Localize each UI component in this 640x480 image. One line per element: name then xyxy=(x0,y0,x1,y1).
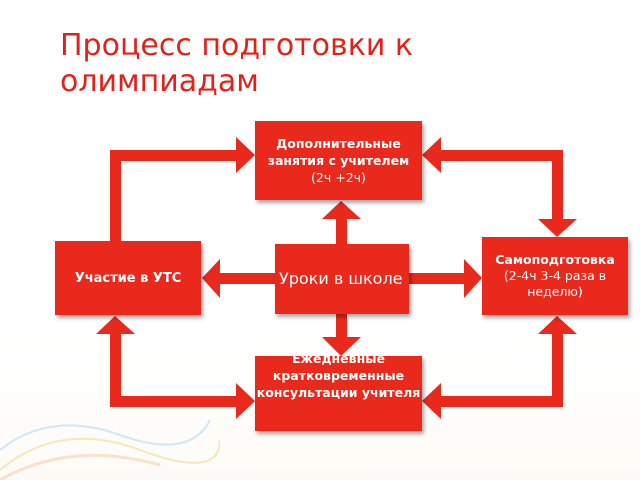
arrow-left-up-vertical xyxy=(110,150,121,241)
arrowhead-to-top-box-right xyxy=(422,137,441,173)
box-school-lessons-label: Уроки в школе xyxy=(279,269,403,288)
arrow-left-up-horizontal xyxy=(110,150,236,161)
arrow-center-left-shaft xyxy=(220,273,275,284)
box-uts: Участие в УТС xyxy=(55,241,201,315)
box-extra-lessons-label: Дополнительные занятия с учителем xyxy=(267,136,410,168)
box-self-study: Самоподготовка (2-4ч 3-4 раза в неделю) xyxy=(482,237,628,315)
arrow-center-down-shaft xyxy=(336,314,347,338)
box-uts-label: Участие в УТС xyxy=(74,270,182,286)
arrowhead-to-top-box-center xyxy=(322,201,361,219)
arrow-bottom-left-vertical xyxy=(110,333,121,406)
box-self-study-label: Самоподготовка xyxy=(495,252,615,267)
arrowhead-to-top-box-left xyxy=(236,137,255,173)
arrow-center-up-shaft xyxy=(336,218,347,244)
arrowhead-to-uts-bottom xyxy=(96,316,135,334)
arrowhead-to-self-study-bottom xyxy=(538,316,577,334)
arrow-bottom-right-vertical xyxy=(552,333,563,406)
slide-title: Процесс подготовки к олимпиадам xyxy=(60,28,413,99)
arrow-bottom-left-horizontal xyxy=(110,396,236,407)
arrow-top-right-horizontal xyxy=(441,150,563,161)
box-extra-lessons-hours: (2ч +2ч) xyxy=(311,170,366,185)
arrowhead-to-self-study-center xyxy=(464,259,482,298)
box-school-lessons: Уроки в школе xyxy=(275,244,409,314)
box-consultations-label: Ежедневные кратковременные консультации … xyxy=(256,356,421,400)
arrowhead-to-self-study xyxy=(538,219,577,237)
box-consultations: Ежедневные кратковременные консультации … xyxy=(255,356,422,431)
box-self-study-schedule: (2-4ч 3-4 раза в неделю) xyxy=(503,268,607,299)
arrowhead-to-consultations-right xyxy=(422,383,441,419)
arrow-top-right-vertical xyxy=(552,150,563,220)
arrow-bottom-right-horizontal xyxy=(441,396,563,407)
arrowhead-to-consultations-left xyxy=(236,383,255,419)
arrow-center-right-shaft xyxy=(409,273,464,284)
arrowhead-to-consultations xyxy=(322,337,361,356)
box-extra-lessons: Дополнительные занятия с учителем (2ч +2… xyxy=(255,121,422,200)
arrowhead-to-uts xyxy=(202,259,220,298)
